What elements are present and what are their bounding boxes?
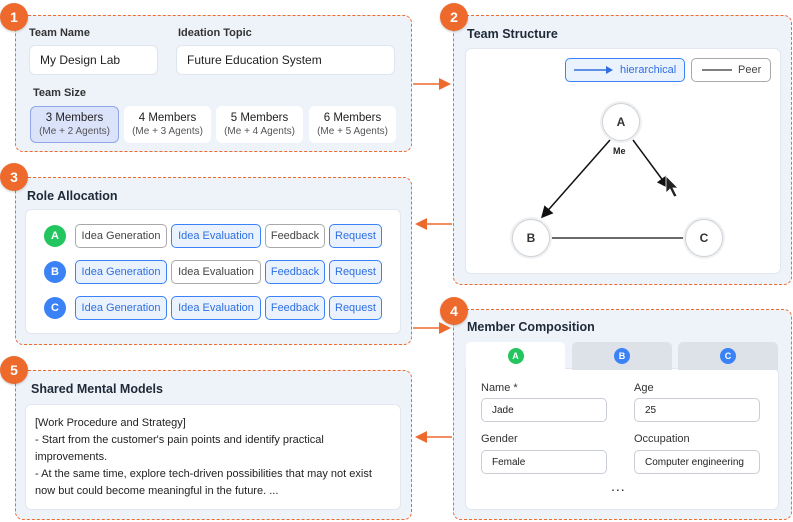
chip-c-feedback[interactable]: Feedback (265, 296, 325, 320)
smm-line-3: - At the same time, explore tech-driven … (35, 468, 372, 497)
chip-b-idea-generation[interactable]: Idea Generation (75, 260, 167, 284)
chip-a-idea-generation[interactable]: Idea Generation (75, 224, 167, 248)
team-name-label: Team Name (29, 27, 90, 39)
node-b[interactable]: B (512, 219, 550, 257)
member-tab-b[interactable]: B (572, 342, 672, 370)
legend-hierarchical-button[interactable]: hierarchical (565, 58, 685, 82)
team-name-input[interactable]: My Design Lab (29, 45, 158, 75)
name-input[interactable]: Jade (481, 398, 607, 422)
occupation-label: Occupation (634, 433, 690, 445)
chip-c-request[interactable]: Request (329, 296, 382, 320)
more-fields-ellipsis: ... (611, 478, 626, 494)
chip-b-idea-evaluation[interactable]: Idea Evaluation (171, 260, 261, 284)
option-sub-label: (Me + 2 Agents) (39, 125, 110, 137)
occupation-input[interactable]: Computer engineering (634, 450, 760, 474)
shared-mental-models-textarea[interactable]: [Work Procedure and Strategy] - Start fr… (25, 404, 401, 510)
legend-peer-label: Peer (738, 64, 762, 76)
role-b-avatar: B (44, 261, 66, 283)
member-b-avatar: B (614, 348, 630, 364)
option-main-label: 5 Members (230, 111, 289, 124)
member-tab-a[interactable]: A (466, 342, 565, 370)
option-main-label: 6 Members (323, 111, 382, 124)
team-size-label: Team Size (33, 87, 86, 99)
team-size-option-4[interactable]: 4 Members (Me + 3 Agents) (124, 106, 211, 143)
option-main-label: 4 Members (138, 111, 197, 124)
legend-peer-button[interactable]: Peer (691, 58, 771, 82)
step-badge-3: 3 (0, 163, 28, 191)
step-badge-5: 5 (0, 356, 28, 384)
team-structure-title: Team Structure (467, 27, 558, 41)
member-tab-c[interactable]: C (678, 342, 778, 370)
option-sub-label: (Me + 5 Agents) (317, 125, 388, 137)
chip-c-idea-evaluation[interactable]: Idea Evaluation (171, 296, 261, 320)
line-icon (702, 69, 732, 71)
step-badge-4: 4 (440, 297, 468, 325)
age-label: Age (634, 382, 654, 394)
node-c[interactable]: C (685, 219, 723, 257)
step-badge-1: 1 (0, 3, 28, 31)
ideation-topic-input[interactable]: Future Education System (176, 45, 395, 75)
option-sub-label: (Me + 3 Agents) (132, 125, 203, 137)
member-c-avatar: C (720, 348, 736, 364)
step-badge-2: 2 (440, 3, 468, 31)
chip-a-feedback[interactable]: Feedback (265, 224, 325, 248)
chip-a-request[interactable]: Request (329, 224, 382, 248)
chip-b-feedback[interactable]: Feedback (265, 260, 325, 284)
team-size-option-6[interactable]: 6 Members (Me + 5 Agents) (309, 106, 396, 143)
member-a-avatar: A (507, 348, 524, 364)
role-c-avatar: C (44, 297, 66, 319)
team-size-option-3[interactable]: 3 Members (Me + 2 Agents) (30, 106, 119, 143)
smm-line-1: [Work Procedure and Strategy] (35, 417, 186, 429)
ideation-topic-label: Ideation Topic (178, 27, 252, 39)
node-a[interactable]: A (602, 103, 640, 141)
age-input[interactable]: 25 (634, 398, 760, 422)
arrow-right-icon (574, 66, 613, 74)
chip-c-idea-generation[interactable]: Idea Generation (75, 296, 167, 320)
role-a-avatar: A (44, 225, 66, 247)
chip-a-idea-evaluation[interactable]: Idea Evaluation (171, 224, 261, 248)
option-main-label: 3 Members (45, 111, 104, 124)
shared-mental-models-title: Shared Mental Models (31, 382, 163, 396)
smm-line-2: - Start from the customer's pain points … (35, 434, 324, 463)
member-composition-title: Member Composition (467, 320, 595, 334)
role-allocation-title: Role Allocation (27, 189, 118, 203)
option-sub-label: (Me + 4 Agents) (224, 125, 295, 137)
legend-hierarchical-label: hierarchical (620, 64, 677, 76)
gender-label: Gender (481, 433, 518, 445)
gender-input[interactable]: Female (481, 450, 607, 474)
me-label: Me (613, 146, 626, 156)
member-form-card (465, 368, 779, 510)
team-size-option-5[interactable]: 5 Members (Me + 4 Agents) (216, 106, 303, 143)
chip-b-request[interactable]: Request (329, 260, 382, 284)
name-label: Name * (481, 382, 518, 394)
